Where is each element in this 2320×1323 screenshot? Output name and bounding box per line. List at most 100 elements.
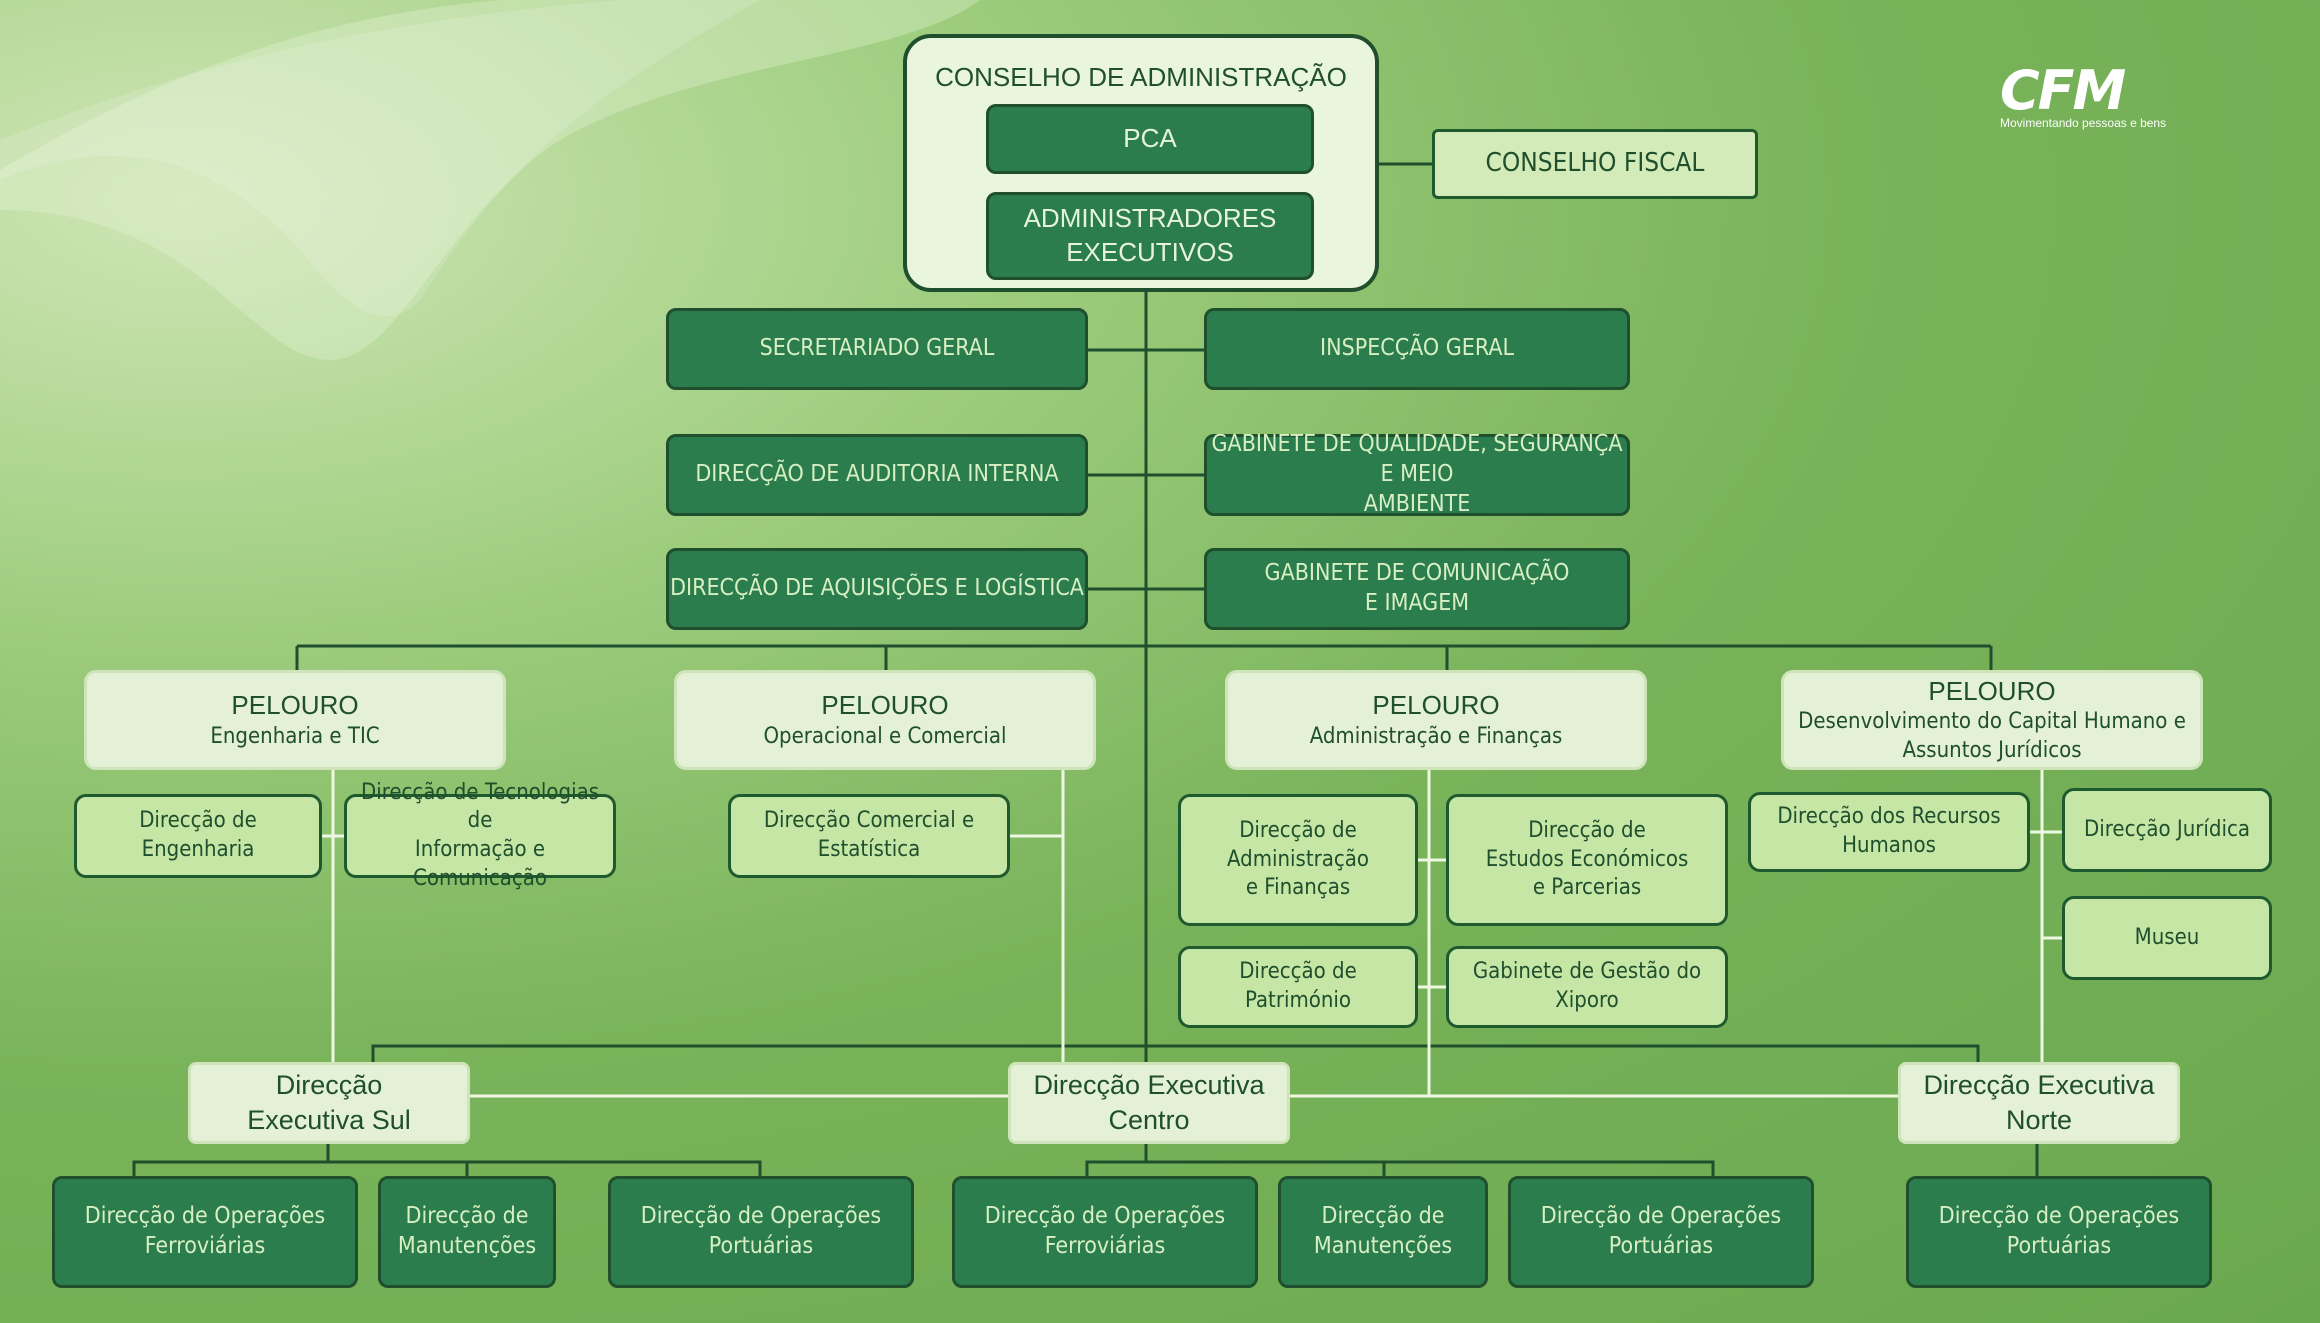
centro-operacoes-ferroviarias-box[interactable]: Direcção de Operações Ferroviárias	[952, 1176, 1258, 1288]
exec-norte-line2: Norte	[2005, 1105, 2073, 1135]
centro-manutencoes-box[interactable]: Direcção de Manutenções	[1278, 1176, 1488, 1288]
xiporo-line1: Gabinete de Gestão do	[1472, 959, 1702, 985]
op-line1: Direcção de Operações	[84, 1203, 326, 1230]
exec-centro-line1: Direcção Executiva	[1033, 1069, 1265, 1100]
op-line1: Direcção de Operações	[1938, 1203, 2180, 1230]
op-line2: Ferroviárias	[1044, 1233, 1166, 1259]
patrimonio-line1: Direcção de	[1239, 959, 1357, 985]
exec-sul-line2: Executiva Sul	[247, 1105, 411, 1135]
direccao-recursos-humanos-box[interactable]: Direcção dos Recursos Humanos	[1748, 792, 2030, 872]
op-line2: Ferroviárias	[144, 1233, 266, 1259]
op-line1: Direcção de Operações	[984, 1203, 1226, 1230]
direccao-juridica-box[interactable]: Direcção Jurídica	[2062, 788, 2272, 872]
decorative-wave	[0, 0, 980, 360]
inspeccao-label: INSPECÇÃO GERAL	[1320, 335, 1514, 362]
adm-fin-line3: e Finanças	[1245, 875, 1351, 901]
museu-box[interactable]: Museu	[2062, 896, 2272, 980]
decorative-wave-inner	[0, 0, 760, 317]
admin-executivos-line1: ADMINISTRADORES	[1023, 203, 1277, 234]
centro-operacoes-portuarias-box[interactable]: Direcção de Operações Portuárias	[1508, 1176, 1814, 1288]
pca-box[interactable]: PCA	[986, 104, 1314, 174]
exec-centro-line2: Centro	[1108, 1105, 1190, 1135]
admin-executivos-line2: EXECUTIVOS	[1066, 237, 1234, 267]
direccao-estudos-economicos-box[interactable]: Direcção de Estudos Económicos e Parceri…	[1446, 794, 1728, 926]
direccao-executiva-sul[interactable]: Direcção Executiva Sul	[188, 1062, 470, 1144]
juridica-label: Direcção Jurídica	[2084, 816, 2250, 842]
inspeccao-geral-box[interactable]: INSPECÇÃO GERAL	[1204, 308, 1630, 390]
pelouro-subtitle: Administração e Finanças	[1309, 723, 1563, 749]
direccao-engenharia-box[interactable]: Direcção de Engenharia	[74, 794, 322, 878]
pelouro-title: PELOURO	[1928, 675, 2056, 706]
adm-fin-line2: Administração	[1227, 846, 1369, 872]
op-line2: Portuárias	[708, 1233, 814, 1259]
pelouro-title: PELOURO	[1372, 689, 1500, 720]
direccao-patrimonio-box[interactable]: Direcção de Património	[1178, 946, 1418, 1028]
op-line2: Portuárias	[1608, 1233, 1714, 1259]
comercial-line2: Estatística	[817, 837, 921, 862]
engenharia-line2: Engenharia	[141, 837, 255, 862]
sul-operacoes-ferroviarias-box[interactable]: Direcção de Operações Ferroviárias	[52, 1176, 358, 1288]
direccao-tic-box[interactable]: Direcção de Tecnologias de Informação e …	[344, 780, 616, 891]
op-line1: Direcção de	[1321, 1203, 1445, 1230]
conselho-fiscal-label: CONSELHO FISCAL	[1485, 148, 1705, 179]
estudos-line3: e Parcerias	[1532, 875, 1642, 901]
pelouro-subtitle: Engenharia e TIC	[210, 723, 380, 749]
auditoria-label: DIRECÇÃO DE AUDITORIA INTERNA	[695, 461, 1059, 488]
pelouro-operacional-comercial[interactable]: PELOURO Operacional e Comercial	[674, 670, 1096, 770]
rh-line1: Direcção dos Recursos	[1777, 804, 2001, 830]
qualidade-line1: GABINETE DE QUALIDADE, SEGURANÇA E MEIO	[1211, 431, 1623, 488]
direccao-executiva-norte[interactable]: Direcção Executiva Norte	[1898, 1062, 2180, 1144]
cfm-logo-tagline: Movimentando pessoas e bens	[2000, 116, 2167, 130]
comunicacao-line1: GABINETE DE COMUNICAÇÃO	[1264, 560, 1570, 587]
op-line1: Direcção de	[405, 1203, 529, 1230]
museu-label: Museu	[2134, 924, 2200, 950]
pelouro-capital-humano[interactable]: PELOURO Desenvolvimento do Capital Human…	[1781, 670, 2203, 770]
qualidade-line2: AMBIENTE	[1363, 490, 1471, 517]
direccao-comercial-box[interactable]: Direcção Comercial e Estatística	[728, 794, 1010, 878]
pelouro-engenharia-tic[interactable]: PELOURO Engenharia e TIC	[84, 670, 506, 770]
direccao-executiva-centro[interactable]: Direcção Executiva Centro	[1008, 1062, 1290, 1144]
op-line1: Direcção de Operações	[640, 1203, 882, 1230]
direccao-administracao-financas-box[interactable]: Direcção de Administração e Finanças	[1178, 794, 1418, 926]
pelouro-subtitle: Operacional e Comercial	[763, 723, 1007, 749]
pelouro-subtitle-line1: Desenvolvimento do Capital Humano e	[1798, 709, 2186, 735]
auditoria-interna-box[interactable]: DIRECÇÃO DE AUDITORIA INTERNA	[666, 434, 1088, 516]
engenharia-line1: Direcção de	[139, 808, 257, 834]
admin-executivos-box[interactable]: ADMINISTRADORES EXECUTIVOS	[986, 192, 1314, 280]
estudos-line2: Estudos Económicos	[1485, 846, 1689, 872]
conselho-fiscal-box[interactable]: CONSELHO FISCAL	[1432, 129, 1758, 199]
norte-operacoes-portuarias-box[interactable]: Direcção de Operações Portuárias	[1906, 1176, 2212, 1288]
op-line2: Manutenções	[1313, 1233, 1453, 1259]
sul-ops-bus	[132, 1160, 762, 1176]
op-line1: Direcção de Operações	[1540, 1203, 1782, 1230]
rh-line2: Humanos	[1842, 833, 1936, 858]
comercial-line1: Direcção Comercial e	[763, 808, 975, 834]
pelouro-administracao-financas[interactable]: PELOURO Administração e Finanças	[1225, 670, 1647, 770]
sul-operacoes-portuarias-box[interactable]: Direcção de Operações Portuárias	[608, 1176, 914, 1288]
adm-fin-line1: Direcção de	[1239, 818, 1357, 844]
pelouro-subtitle-line2: Assuntos Jurídicos	[1902, 737, 2082, 763]
op-line2: Portuárias	[2006, 1233, 2112, 1259]
tic-line2: Informação e Comunicação	[413, 837, 547, 891]
secretariado-geral-box[interactable]: SECRETARIADO GERAL	[666, 308, 1088, 390]
pelouro-title: PELOURO	[821, 689, 949, 720]
cfm-logo: CFM Movimentando pessoas e bens	[2000, 59, 2176, 131]
dark-connectors	[132, 162, 2039, 1176]
centro-ops-bus	[1085, 1160, 1715, 1176]
pca-label: PCA	[1123, 123, 1177, 154]
cfm-logo-mark: CFM	[2000, 59, 2126, 122]
gabinete-comunicacao-box[interactable]: GABINETE DE COMUNICAÇÃO E IMAGEM	[1204, 548, 1630, 630]
exec-sul-line1: Direcção	[275, 1069, 383, 1100]
comunicacao-line2: E IMAGEM	[1364, 590, 1470, 616]
sul-manutencoes-box[interactable]: Direcção de Manutenções	[378, 1176, 556, 1288]
exec-bus	[371, 1044, 1980, 1062]
aquisicoes-logistica-box[interactable]: DIRECÇÃO DE AQUISIÇÕES E LOGÍSTICA	[666, 548, 1088, 630]
gabinete-qualidade-box[interactable]: GABINETE DE QUALIDADE, SEGURANÇA E MEIO …	[1204, 431, 1630, 517]
patrimonio-line2: Património	[1244, 988, 1351, 1013]
xiporo-line2: Xiporo	[1555, 988, 1619, 1013]
tic-line1: Direcção de Tecnologias de	[360, 779, 600, 834]
exec-norte-line1: Direcção Executiva	[1923, 1069, 2155, 1100]
pelouro-title: PELOURO	[231, 689, 359, 720]
gabinete-xiporo-box[interactable]: Gabinete de Gestão do Xiporo	[1446, 946, 1728, 1028]
